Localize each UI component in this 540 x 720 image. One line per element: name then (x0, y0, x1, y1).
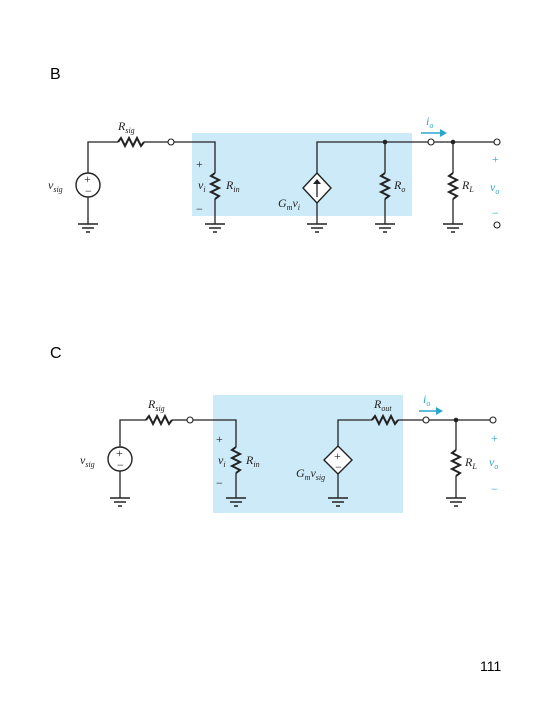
svg-text:+: + (84, 172, 91, 186)
amp-output-terminal-b (427, 138, 435, 146)
output-terminal-bottom-b (493, 221, 501, 229)
label-vi-plus: + (196, 157, 203, 171)
amplifier-block-b (192, 133, 412, 216)
input-terminal-c (186, 416, 194, 424)
label-r-out: Rout (373, 397, 392, 413)
label-vo-minus: − (491, 482, 498, 496)
label-vo-plus: + (491, 431, 498, 445)
label-v-i: vi (218, 453, 226, 469)
label-vi-plus: + (216, 432, 223, 446)
label-v-sig: vsig (48, 178, 63, 194)
label-v-i: vi (198, 178, 206, 194)
svg-text:+: + (334, 449, 341, 463)
label-r-sig: Rsig (147, 397, 165, 413)
amp-output-terminal-c (422, 416, 430, 424)
label-vo-plus: + (492, 152, 499, 166)
output-terminal-top-c (489, 416, 497, 424)
page-number: 111 (480, 658, 502, 674)
label-v-sig: vsig (80, 453, 95, 469)
label-r-in: Rin (245, 453, 260, 469)
label-r-sig: Rsig (117, 119, 135, 135)
label-source-gain: Gmvi (278, 196, 300, 212)
svg-text:−: − (85, 184, 92, 198)
label-r-in: Rin (225, 178, 240, 194)
output-terminal-top-b (493, 138, 501, 146)
label-i-o: io (423, 392, 430, 408)
panel-label-c: C (50, 345, 62, 362)
panel-label-b: B (50, 66, 61, 83)
label-vi-minus: − (216, 476, 223, 490)
svg-text:+: + (116, 446, 123, 460)
label-i-o: io (426, 114, 433, 130)
svg-text:−: − (117, 458, 124, 472)
label-r-l: RL (461, 178, 474, 194)
label-source-gain: Gmvsig (296, 466, 325, 482)
amplifier-block-c (213, 395, 403, 513)
label-r-l: RL (464, 455, 477, 471)
label-v-o: vo (490, 180, 499, 196)
label-r-o: Ro (393, 178, 405, 194)
circuit-diagram-b: + − Rsig vsig + vi − Rin Gmvi Ro RL io +… (48, 114, 501, 233)
label-v-o: vo (489, 455, 498, 471)
circuit-diagram-c: + − + − Rsig vsig + vi − Rin Gmvsig Rout… (80, 392, 498, 513)
input-terminal-b (167, 138, 175, 146)
label-vi-minus: − (196, 202, 203, 216)
label-vo-minus: − (492, 206, 499, 220)
svg-text:−: − (335, 460, 342, 474)
